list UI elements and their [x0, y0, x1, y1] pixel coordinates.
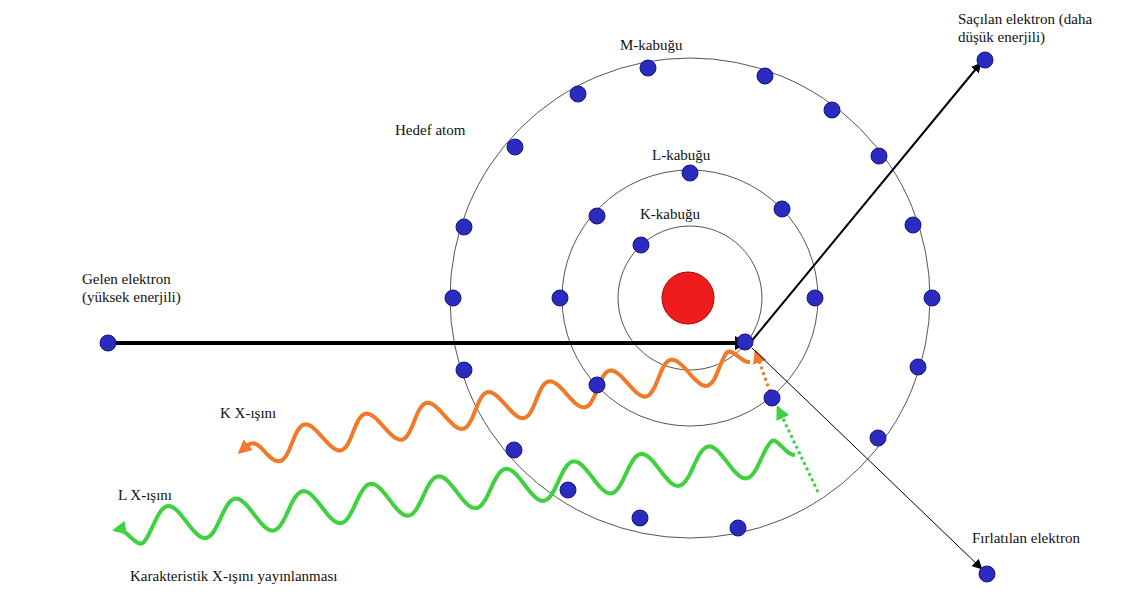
- electron: [824, 102, 840, 118]
- electron: [570, 86, 586, 102]
- l-transition-arrow: [778, 408, 818, 492]
- electrons: [100, 52, 995, 582]
- shell-label: M-kabuğu: [620, 36, 683, 54]
- electron: [737, 334, 753, 350]
- xray-label: K X-ışını: [220, 404, 276, 422]
- electron: [910, 359, 926, 375]
- k-xray-wave: [240, 351, 750, 461]
- electron: [764, 390, 780, 406]
- caption-label: Karakteristik X-ışını yayınlanması: [130, 567, 337, 585]
- l-xray-wave: [115, 441, 795, 544]
- nucleus: [662, 272, 714, 324]
- electron: [456, 362, 472, 378]
- electron: [682, 165, 698, 181]
- electron: [456, 219, 472, 235]
- electron: [100, 335, 116, 351]
- electron: [632, 510, 648, 526]
- electron: [757, 68, 773, 84]
- electron: [589, 208, 605, 224]
- electron: [633, 237, 649, 253]
- ejected-path: [752, 348, 981, 568]
- m-shell: [450, 58, 930, 538]
- electron: [807, 290, 823, 306]
- atom-label: Hedef atom: [395, 121, 465, 139]
- electron: [774, 201, 790, 217]
- electron: [552, 290, 568, 306]
- electron: [507, 139, 523, 155]
- incoming-path: [108, 341, 746, 345]
- shell-label: K-kabuğu: [640, 205, 700, 223]
- electron: [870, 430, 886, 446]
- l-shell: [562, 170, 818, 426]
- particle-label: Fırlatılan elektron: [972, 529, 1080, 547]
- electron: [905, 217, 921, 233]
- xray-label: L X-ışını: [118, 486, 172, 504]
- electron: [640, 60, 656, 76]
- particle-label: Saçılan elektron (daha düşük enerjili): [958, 10, 1103, 46]
- electron: [871, 148, 887, 164]
- electron: [979, 566, 995, 582]
- k-shell: [618, 226, 762, 370]
- electron: [445, 290, 461, 306]
- electron: [506, 442, 522, 458]
- electron: [730, 520, 746, 536]
- electron: [977, 52, 993, 68]
- electron: [560, 482, 576, 498]
- electron: [924, 290, 940, 306]
- scattered-path: [750, 64, 980, 343]
- shell-label: L-kabuğu: [652, 146, 710, 164]
- particle-label: Gelen elektron (yüksek enerjili): [82, 270, 200, 306]
- electron: [589, 377, 605, 393]
